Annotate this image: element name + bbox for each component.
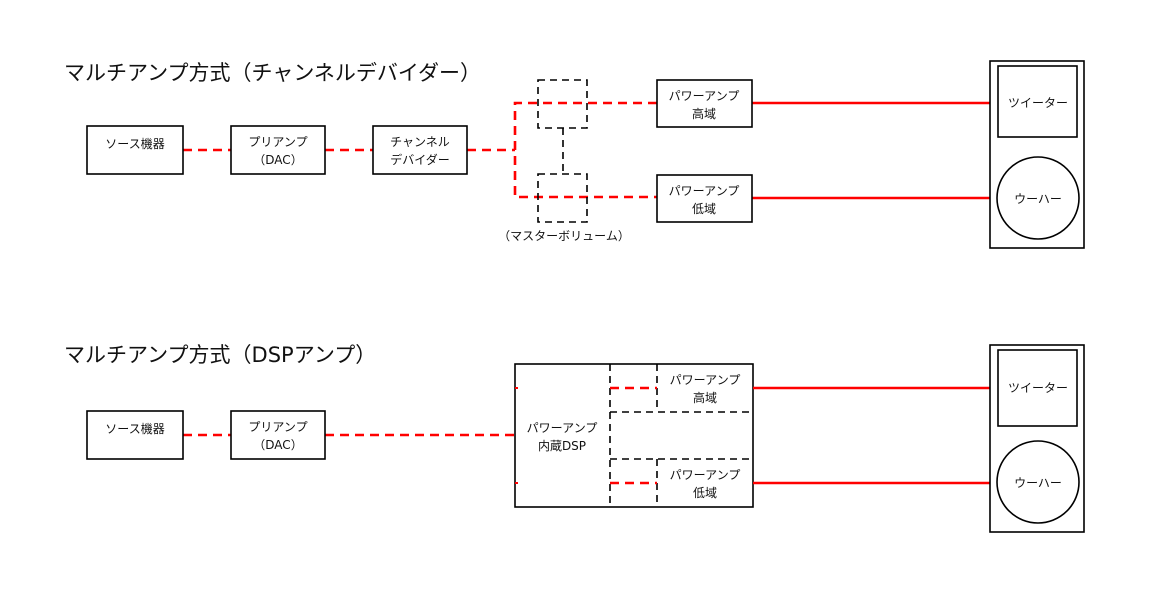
- dsp-label: パワーアンプ: [527, 421, 598, 435]
- tweeter-label: ツイーター: [1008, 381, 1068, 395]
- amp-low-label: パワーアンプ: [670, 468, 741, 482]
- preamp-box: プリアンプ （DAC）: [230, 410, 326, 460]
- signal-line-split: [513, 101, 657, 199]
- diagram-a-title: マルチアンプ方式（チャンネルデバイダー）: [64, 61, 481, 85]
- source-box: ソース機器: [86, 125, 184, 175]
- tweeter-label: ツイーター: [1008, 96, 1068, 110]
- source-box: ソース機器: [86, 410, 184, 460]
- amp-high-label: パワーアンプ: [670, 373, 741, 387]
- amp-low-sublabel: 低域: [692, 202, 716, 216]
- diagram-dsp-amp: マルチアンプ方式（DSPアンプ） ソース機器 プリアンプ （DAC） パワーアン…: [64, 343, 1085, 533]
- preamp-sublabel: （DAC）: [253, 438, 302, 452]
- diagram-b-title: マルチアンプ方式（DSPアンプ）: [64, 343, 376, 367]
- dsp-amp-box: パワーアンプ 内蔵DSP パワーアンプ 高域 パワーアンプ 低域: [514, 363, 754, 508]
- tweeter-unit: [997, 65, 1078, 138]
- preamp-sublabel: （DAC）: [253, 153, 302, 167]
- divider-sublabel: デバイダー: [390, 152, 450, 167]
- volume-box-low: [537, 173, 588, 223]
- preamp-label: プリアンプ: [248, 135, 307, 149]
- volume-label: （マスターボリューム）: [498, 229, 630, 243]
- diagram-channel-divider: マルチアンプ方式（チャンネルデバイダー） （マスターボリューム） ソース機器 プ…: [64, 60, 1085, 249]
- amp-high-sublabel: 高域: [693, 390, 717, 405]
- source-label: ソース機器: [105, 421, 164, 436]
- preamp-box: プリアンプ （DAC）: [230, 125, 326, 175]
- speaker-cabinet-a: ツイーター ウーハー: [989, 60, 1085, 249]
- woofer-label: ウーハー: [1014, 476, 1062, 490]
- woofer-unit: [996, 156, 1080, 240]
- power-amp-low-box: パワーアンプ 低域: [656, 174, 753, 223]
- channel-divider-box: チャンネル デバイダー: [372, 125, 468, 175]
- woofer-unit: [996, 440, 1080, 524]
- preamp-label: プリアンプ: [248, 420, 307, 434]
- amp-high-sublabel: 高域: [692, 106, 716, 121]
- tweeter-unit: [997, 349, 1078, 427]
- amp-low-sublabel: 低域: [693, 486, 717, 500]
- amp-low-label: パワーアンプ: [669, 184, 740, 198]
- woofer-label: ウーハー: [1014, 192, 1062, 206]
- divider-label: チャンネル: [390, 135, 450, 149]
- source-label: ソース機器: [105, 136, 164, 151]
- speaker-cabinet-b: ツイーター ウーハー: [989, 344, 1085, 533]
- amp-high-label: パワーアンプ: [669, 89, 740, 103]
- power-amp-high-box: パワーアンプ 高域: [656, 79, 753, 128]
- dsp-sublabel: 内蔵DSP: [538, 439, 586, 453]
